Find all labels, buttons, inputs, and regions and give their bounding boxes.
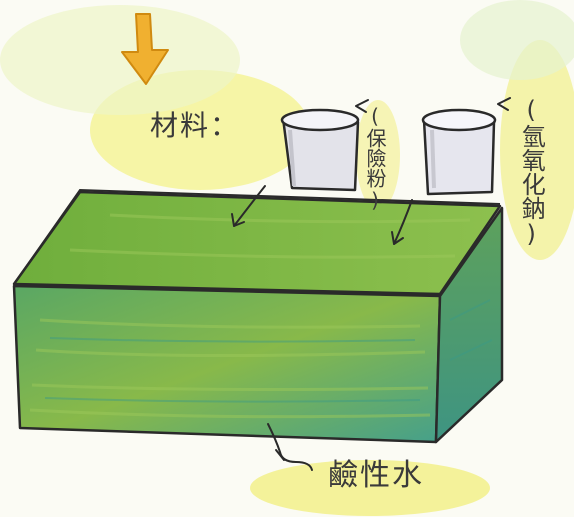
water-tank-front <box>12 284 442 444</box>
highlight-wash-top-left <box>0 5 240 115</box>
down-arrow-icon <box>121 13 169 85</box>
water-tank-side <box>434 206 504 444</box>
powder-cup-icon <box>280 108 360 192</box>
insurance-powder-label: (保險粉) <box>363 104 387 212</box>
water-texture-teal <box>44 299 493 403</box>
arrow-naoh-label <box>497 97 511 111</box>
pointer-arrows <box>231 97 511 471</box>
water-tank-top <box>12 190 502 296</box>
arrow-cup1-to-tank <box>233 185 266 227</box>
materials-label: 材料： <box>150 109 241 142</box>
highlight-wash-right <box>500 40 574 260</box>
water-texture <box>29 213 471 419</box>
highlight-wash-powder-label <box>356 100 400 210</box>
sodium-hydroxide-label: (氫氧化鈉) <box>517 96 546 248</box>
alkaline-water-label: 鹼性水 <box>328 458 424 493</box>
highlight-wash-top-right <box>460 0 574 80</box>
water-tank-rim <box>13 188 501 285</box>
arrow-cup2-to-tank <box>393 199 413 245</box>
arrow-alkaline-label <box>267 423 313 471</box>
sodium-hydroxide-cup-icon <box>421 108 497 196</box>
highlight-wash-bottom <box>250 460 490 516</box>
arrow-powder-label <box>355 99 369 113</box>
